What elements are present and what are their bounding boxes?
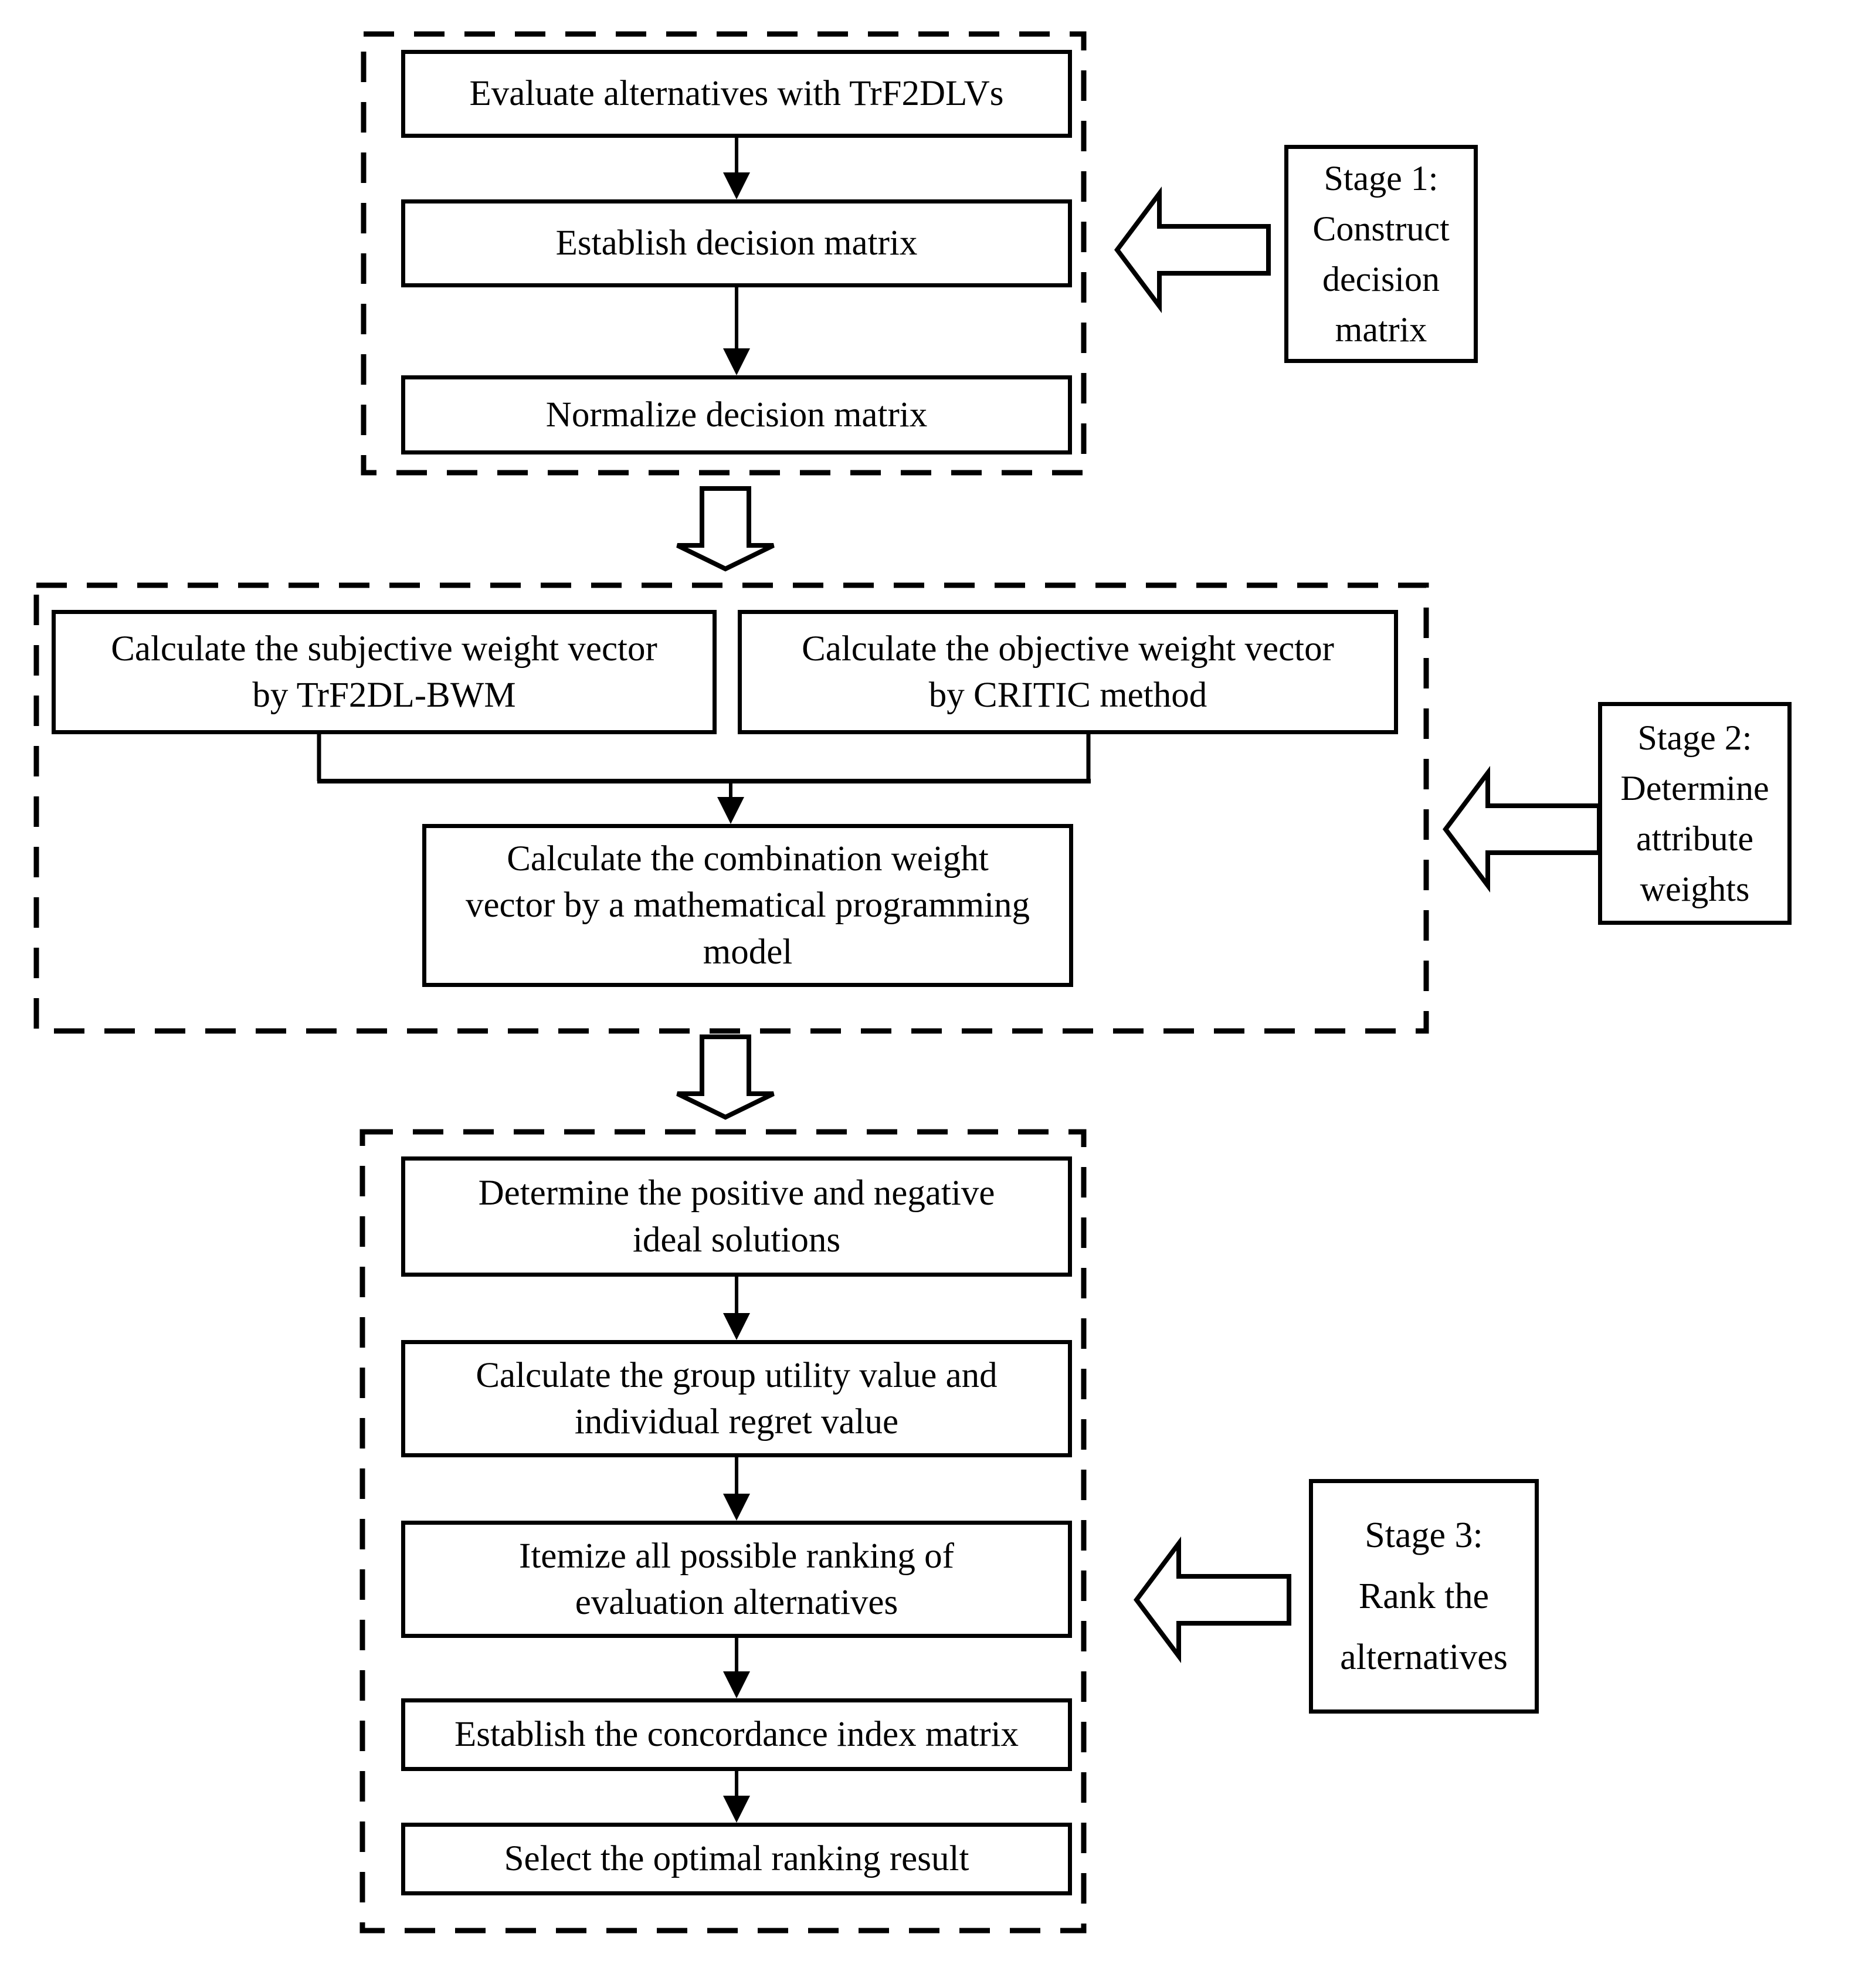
stage3-process-box-ideal-solutions: Determine the positive and negative idea… [401, 1156, 1072, 1277]
stage2-merge-connector [317, 734, 1091, 783]
stage2-label-box: Stage 2: Determine attribute weights [1598, 702, 1792, 925]
stage3-process-box-concordance-matrix-text: Establish the concordance index matrix [454, 1715, 1019, 1755]
stage1-label-text: Stage 1: Construct decision matrix [1312, 159, 1450, 349]
stage1-process-box-evaluate-alternatives-text: Evaluate alternatives with TrF2DLVs [469, 74, 1004, 114]
stage2-to-stage3-block-arrow-down-icon [676, 1034, 775, 1120]
stage3-process-box-itemize-rankings: Itemize all possible ranking of evaluati… [401, 1521, 1072, 1638]
stage3-process-box-optimal-ranking: Select the optimal ranking result [401, 1823, 1072, 1895]
stage1-process-box-normalize-decision-matrix: Normalize decision matrix [401, 375, 1072, 454]
stage2-label-arrow-left-icon [1443, 766, 1602, 893]
stage3-process-box-group-utility-text: Calculate the group utility value and in… [476, 1355, 998, 1441]
stage3-label-arrow-left-icon [1134, 1536, 1291, 1663]
stage2-dashed-container [33, 582, 1429, 1034]
stage3-flow-arrow-2 [723, 1457, 750, 1521]
stage2-merge-arrow [717, 781, 744, 824]
stage2-process-box-objective-weight: Calculate the objective weight vector by… [738, 610, 1398, 734]
stage2-process-box-combination-weight: Calculate the combination weight vector … [422, 824, 1073, 987]
stage3-process-box-optimal-ranking-text: Select the optimal ranking result [504, 1839, 969, 1879]
stage1-flow-arrow-2 [723, 287, 750, 375]
stage1-flow-arrow-1 [723, 138, 750, 199]
stage1-process-box-establish-decision-matrix-text: Establish decision matrix [555, 223, 918, 263]
stage3-process-box-ideal-solutions-text: Determine the positive and negative idea… [478, 1173, 995, 1260]
stage3-flow-arrow-1 [723, 1277, 750, 1340]
stage1-to-stage2-block-arrow-down-icon [676, 486, 775, 572]
stage1-label-box: Stage 1: Construct decision matrix [1284, 145, 1478, 363]
stage3-process-box-group-utility: Calculate the group utility value and in… [401, 1340, 1072, 1457]
stage1-process-box-evaluate-alternatives: Evaluate alternatives with TrF2DLVs [401, 50, 1072, 138]
stage2-process-box-subjective-weight-text: Calculate the subjective weight vector b… [111, 629, 657, 715]
stage2-process-box-subjective-weight: Calculate the subjective weight vector b… [52, 610, 717, 734]
stage3-label-text: Stage 3: Rank the alternatives [1340, 1515, 1508, 1677]
stage2-process-box-objective-weight-text: Calculate the objective weight vector by… [802, 629, 1334, 715]
stage3-process-box-concordance-matrix: Establish the concordance index matrix [401, 1698, 1072, 1771]
stage2-label-text: Stage 2: Determine attribute weights [1620, 718, 1769, 908]
stage2-process-box-combination-weight-text: Calculate the combination weight vector … [465, 839, 1030, 972]
stage1-process-box-normalize-decision-matrix-text: Normalize decision matrix [545, 395, 928, 435]
stage1-dashed-container [361, 31, 1087, 476]
stage3-dashed-container [359, 1129, 1087, 1933]
stage1-label-arrow-left-icon [1114, 186, 1271, 313]
stage1-process-box-establish-decision-matrix: Establish decision matrix [401, 199, 1072, 287]
stage3-flow-arrow-3 [723, 1638, 750, 1698]
stage3-label-box: Stage 3: Rank the alternatives [1309, 1479, 1539, 1714]
stage3-flow-arrow-4 [723, 1771, 750, 1823]
stage3-process-box-itemize-rankings-text: Itemize all possible ranking of evaluati… [519, 1536, 954, 1622]
